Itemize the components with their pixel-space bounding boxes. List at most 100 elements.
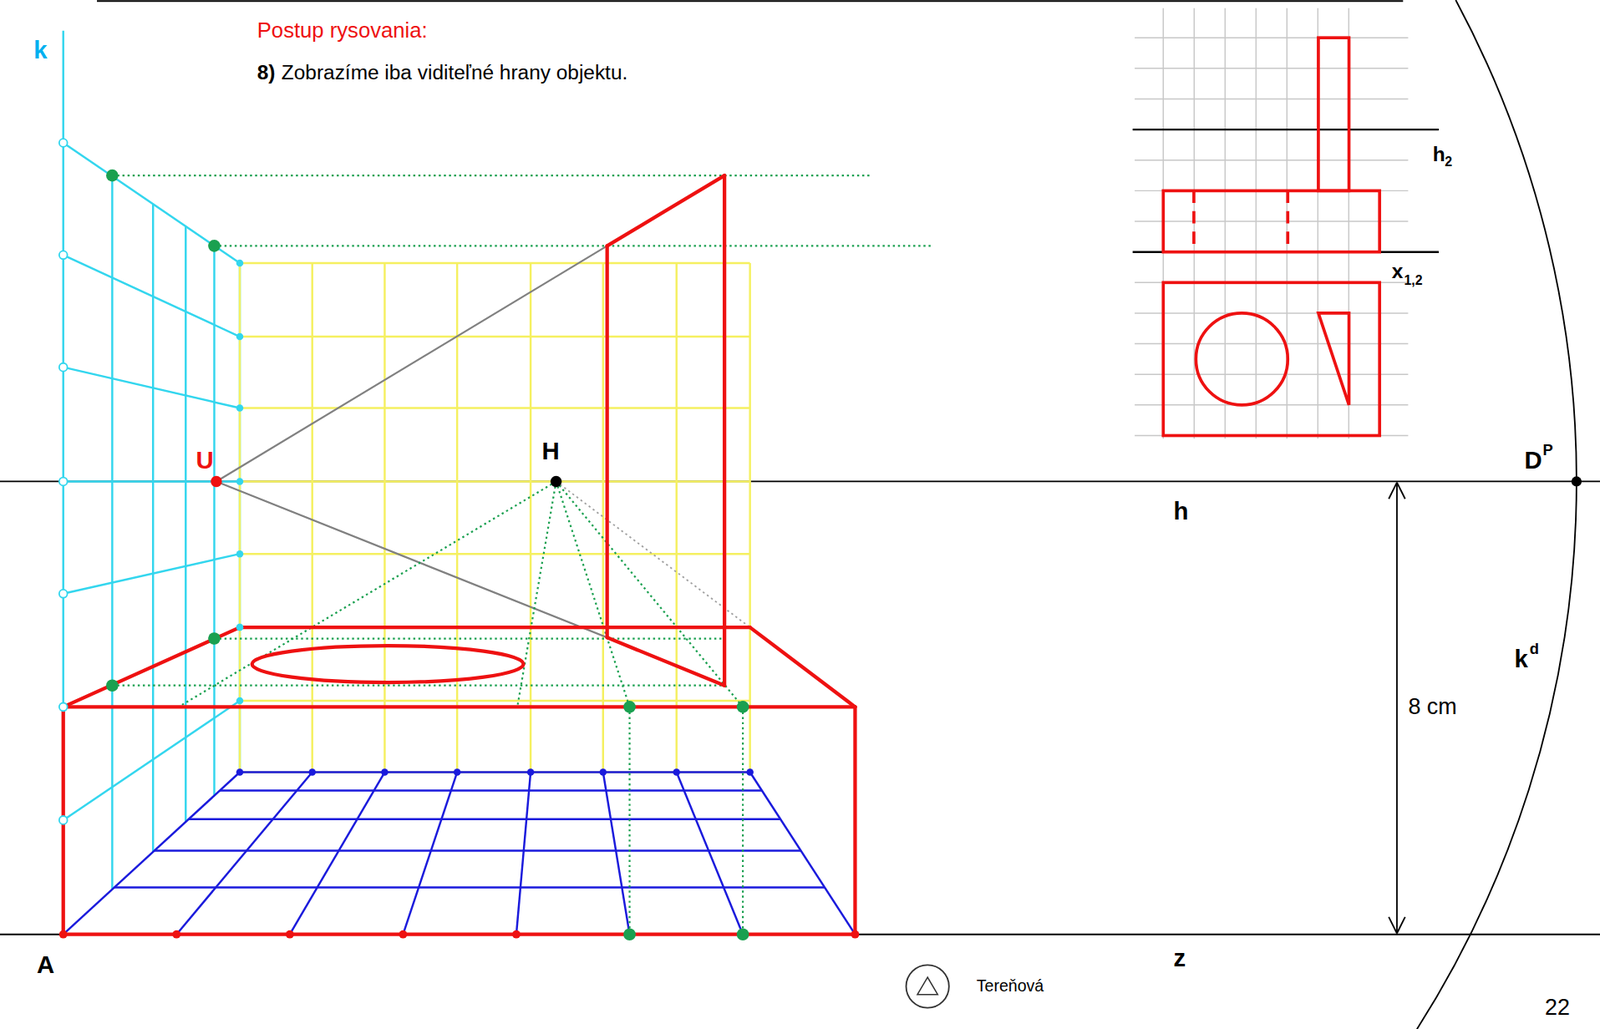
wall-grid-line — [239, 553, 751, 555]
wall-grid-line — [239, 480, 751, 483]
visible-edge — [63, 627, 240, 707]
principal-point-h — [550, 476, 562, 488]
author-logo — [917, 977, 938, 996]
grid-point — [59, 930, 68, 940]
construction-point — [106, 679, 119, 692]
visible-edge — [63, 933, 856, 937]
grid-point — [236, 697, 244, 706]
grid-point — [236, 259, 244, 268]
grid-line — [1134, 343, 1408, 345]
axis-label: k — [33, 35, 47, 65]
visible-edge — [63, 705, 856, 709]
top-view-block — [1163, 282, 1380, 436]
height-transfer — [213, 637, 725, 640]
grid-point — [672, 768, 681, 777]
side-grid-line — [213, 245, 215, 796]
grid-point — [172, 930, 181, 940]
point-label: U — [195, 446, 214, 475]
grid-line — [1134, 36, 1408, 38]
wall-grid-line — [602, 263, 605, 773]
construction-point — [623, 928, 636, 941]
point-label: H — [542, 436, 560, 466]
depth-line — [556, 481, 630, 707]
floor-grid-line — [402, 772, 458, 935]
hole-ellipse — [252, 645, 524, 683]
heading: Postup rysovania: — [257, 18, 428, 43]
visible-edge — [605, 245, 610, 638]
line-label: z — [1173, 944, 1186, 973]
construction-line — [216, 481, 608, 638]
wall-grid-line — [456, 263, 458, 773]
grid-point — [59, 363, 68, 372]
construction-point — [736, 700, 750, 714]
side-grid-line — [184, 226, 187, 823]
construction-point — [736, 928, 750, 941]
circle-label: k — [1513, 645, 1528, 674]
visible-edge — [607, 637, 725, 686]
grid-line — [1134, 67, 1408, 69]
visible-edge — [750, 627, 856, 707]
side-view-plate — [1318, 37, 1350, 191]
axis-label: x — [1391, 259, 1404, 284]
vanishing-point-u — [210, 476, 222, 488]
floor-grid-line — [154, 849, 802, 852]
grid-point — [236, 550, 244, 559]
page-number: 22 — [1544, 995, 1570, 1021]
dimension-arrow — [1388, 917, 1397, 935]
subscript: 2 — [1444, 155, 1453, 171]
grid-point — [453, 768, 462, 777]
grid-point — [236, 404, 244, 412]
grid-point — [380, 768, 389, 777]
construction-point — [208, 239, 221, 253]
visible-edge — [239, 625, 751, 630]
wall-grid-line — [675, 263, 678, 773]
depth-line — [178, 481, 557, 707]
superscript: P — [1543, 441, 1554, 459]
front-view-block — [1163, 190, 1380, 252]
grid-line — [1134, 159, 1408, 161]
point-label: D — [1524, 446, 1543, 475]
floor-grid-line — [63, 933, 856, 935]
grid-point — [851, 930, 860, 940]
grid-point — [308, 768, 316, 777]
depth-line — [517, 481, 556, 707]
construction-line — [216, 245, 608, 482]
wall-grid-line — [748, 263, 751, 773]
hidden-edge — [1285, 190, 1290, 252]
grid-line — [1134, 404, 1408, 406]
dimension-arrow — [1396, 917, 1406, 935]
dimension-arrow — [1396, 482, 1406, 500]
superscript: d — [1529, 640, 1540, 658]
author-logo — [906, 965, 950, 1008]
grid-line — [1134, 312, 1408, 314]
wall-grid-line — [310, 263, 313, 773]
height-transfer — [111, 174, 873, 177]
top-view-triangle — [1318, 313, 1350, 406]
grid-point — [59, 816, 68, 825]
depth-line — [628, 706, 630, 935]
distance-point — [1571, 476, 1582, 487]
ground-line — [0, 934, 1600, 936]
visible-edge — [607, 175, 725, 246]
grid-line — [1134, 98, 1408, 100]
grid-point — [59, 477, 68, 487]
floor-grid-line — [176, 772, 312, 935]
depth-line — [556, 481, 743, 707]
line-label: h — [1432, 142, 1446, 167]
floor-grid-line — [219, 789, 762, 792]
wall-grid-line — [239, 700, 751, 702]
floor-grid-line — [289, 772, 386, 935]
floor-grid-line — [516, 772, 531, 935]
construction-line — [556, 481, 751, 628]
construction-point — [106, 169, 119, 183]
dimension-arrow — [1388, 482, 1397, 500]
grid-point — [236, 477, 244, 486]
subscript: 1,2 — [1404, 273, 1423, 289]
depth-line — [741, 706, 744, 935]
construction-point — [208, 632, 221, 646]
side-grid-line — [152, 203, 154, 853]
grid-point — [59, 702, 68, 712]
dimension-label: 8 cm — [1407, 693, 1457, 720]
hidden-edge — [1192, 190, 1196, 252]
